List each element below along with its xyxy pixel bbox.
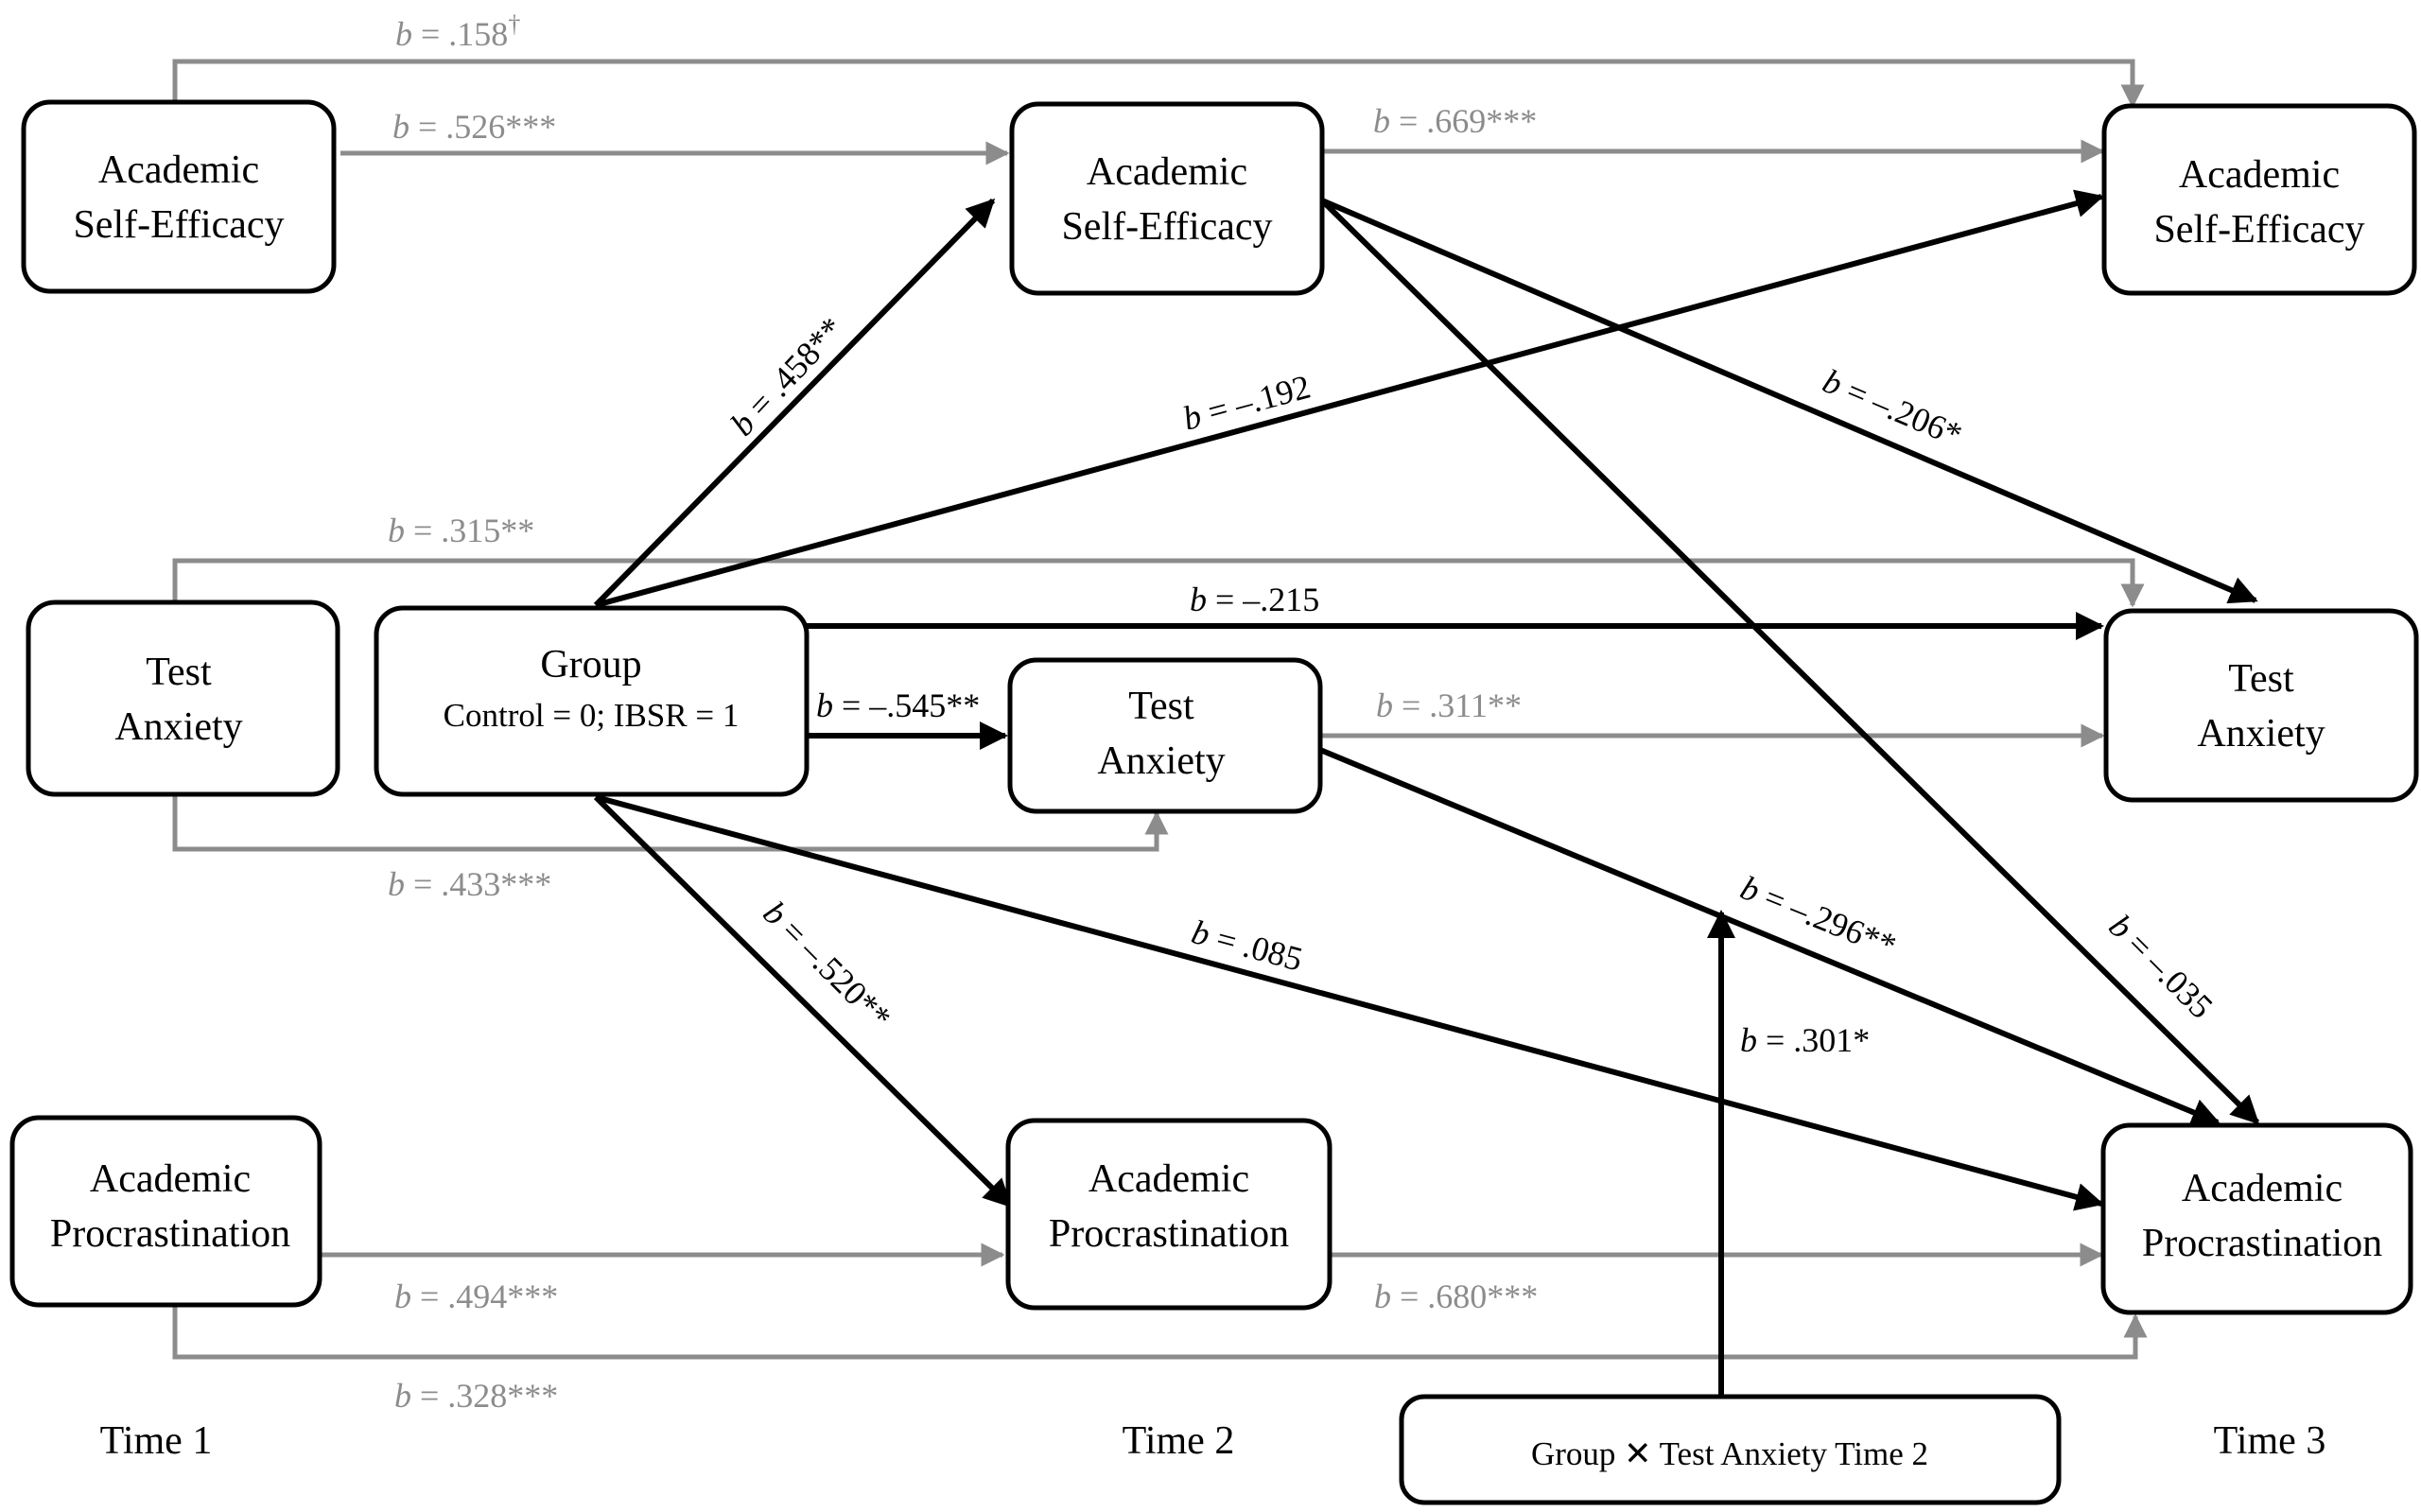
coef-ta-t1-t3: b = .315** — [388, 512, 534, 549]
svg-text:Group ✕ Test Anxiety Time 2: Group ✕ Test Anxiety Time 2 — [1531, 1435, 1928, 1472]
node-ap-t3: Academic Procrastination — [2100, 1122, 2413, 1315]
svg-text:Academic: Academic — [1087, 150, 1247, 194]
node-ta-t1: Test Anxiety — [26, 600, 340, 797]
svg-text:Test: Test — [1128, 685, 1194, 728]
node-ta-t2: Test Anxiety — [1007, 657, 1323, 814]
path-ase-t1-t3 — [172, 59, 2145, 109]
coef-ta-t1-t2: b = .433*** — [388, 865, 551, 903]
svg-text:Anxiety: Anxiety — [2197, 712, 2325, 756]
svg-text:Procrastination: Procrastination — [50, 1212, 290, 1256]
coef-ap-t2-t3: b = .680*** — [1374, 1277, 1538, 1315]
coef-ase-t1-t3: b = .158† — [395, 10, 520, 53]
node-ap-t2: Academic Procrastination — [1005, 1118, 1332, 1311]
node-ap-t1: Academic Procrastination — [9, 1115, 322, 1308]
path-group-ase-t3 — [595, 189, 2104, 608]
node-ase-t1: Academic Self-Efficacy — [21, 99, 337, 294]
coef-group-ap-t3: b = .085 — [1188, 912, 1307, 979]
node-ase-t2: Academic Self-Efficacy — [1009, 101, 1325, 296]
coef-interaction: b = .301* — [1740, 1021, 1870, 1059]
svg-text:Anxiety: Anxiety — [114, 705, 242, 749]
path-ase-t2-ap-t3 — [1319, 198, 2260, 1125]
svg-text:Academic: Academic — [1089, 1157, 1249, 1201]
svg-text:Procrastination: Procrastination — [2142, 1222, 2382, 1265]
coef-ase-t2-t3: b = .669*** — [1373, 102, 1537, 140]
svg-text:Test: Test — [146, 651, 212, 694]
svg-text:Academic: Academic — [2179, 153, 2340, 197]
path-group-ap-t3 — [595, 794, 2104, 1211]
svg-text:Group: Group — [540, 643, 641, 686]
svg-text:Control = 0; IBSR = 1: Control = 0; IBSR = 1 — [444, 697, 740, 734]
svg-text:Test: Test — [2228, 657, 2294, 701]
path-group-ase-t2 — [593, 198, 996, 608]
svg-text:Academic: Academic — [90, 1157, 251, 1201]
svg-text:Self-Efficacy: Self-Efficacy — [73, 203, 284, 247]
path-ap-t1-t3 — [172, 1307, 2148, 1360]
time-label-2: Time 2 — [1123, 1419, 1235, 1463]
node-interaction: Group ✕ Test Anxiety Time 2 — [1399, 1394, 2062, 1505]
coef-ta-t2-t3: b = .311** — [1376, 686, 1522, 724]
time-label-3: Time 3 — [2214, 1419, 2326, 1463]
coef-ta-t2-ap-t3: b = –.296** — [1735, 868, 1902, 965]
coef-ase-t2-ta-t3: b = –.206* — [1818, 362, 1968, 455]
coef-ase-t2-ap-t3: b = –.035 — [2101, 907, 2220, 1025]
coef-ap-t1-t3: b = .328*** — [394, 1377, 558, 1415]
coef-group-ap-t2: b = –.520** — [756, 894, 898, 1036]
svg-text:Self-Efficacy: Self-Efficacy — [1061, 205, 1272, 249]
path-group-ap-t2 — [593, 794, 1013, 1208]
coef-ap-t1-t2: b = .494*** — [394, 1277, 558, 1315]
coef-group-ta-t3: b = –.215 — [1190, 581, 1319, 618]
node-group: Group Control = 0; IBSR = 1 — [374, 605, 810, 797]
svg-text:Anxiety: Anxiety — [1097, 739, 1225, 783]
time-label-1: Time 1 — [100, 1419, 213, 1463]
path-ta-t2-ap-t3 — [1318, 747, 2221, 1126]
svg-text:Self-Efficacy: Self-Efficacy — [2153, 208, 2364, 252]
path-ase-t2-ta-t3 — [1320, 198, 2258, 604]
coef-ase-t1-t2: b = .526*** — [392, 108, 556, 146]
node-ta-t3: Test Anxiety — [2103, 608, 2419, 803]
svg-text:Academic: Academic — [98, 148, 259, 192]
coef-group-ase-t2: b = .458** — [723, 310, 851, 443]
svg-text:Academic: Academic — [2182, 1167, 2343, 1210]
path-ta-t1-t2 — [172, 794, 1169, 852]
path-ta-t1-t3 — [172, 558, 2145, 608]
coef-group-ta-t2: b = –.545** — [816, 686, 980, 724]
svg-text:Procrastination: Procrastination — [1049, 1212, 1289, 1256]
node-ase-t3: Academic Self-Efficacy — [2101, 103, 2417, 296]
